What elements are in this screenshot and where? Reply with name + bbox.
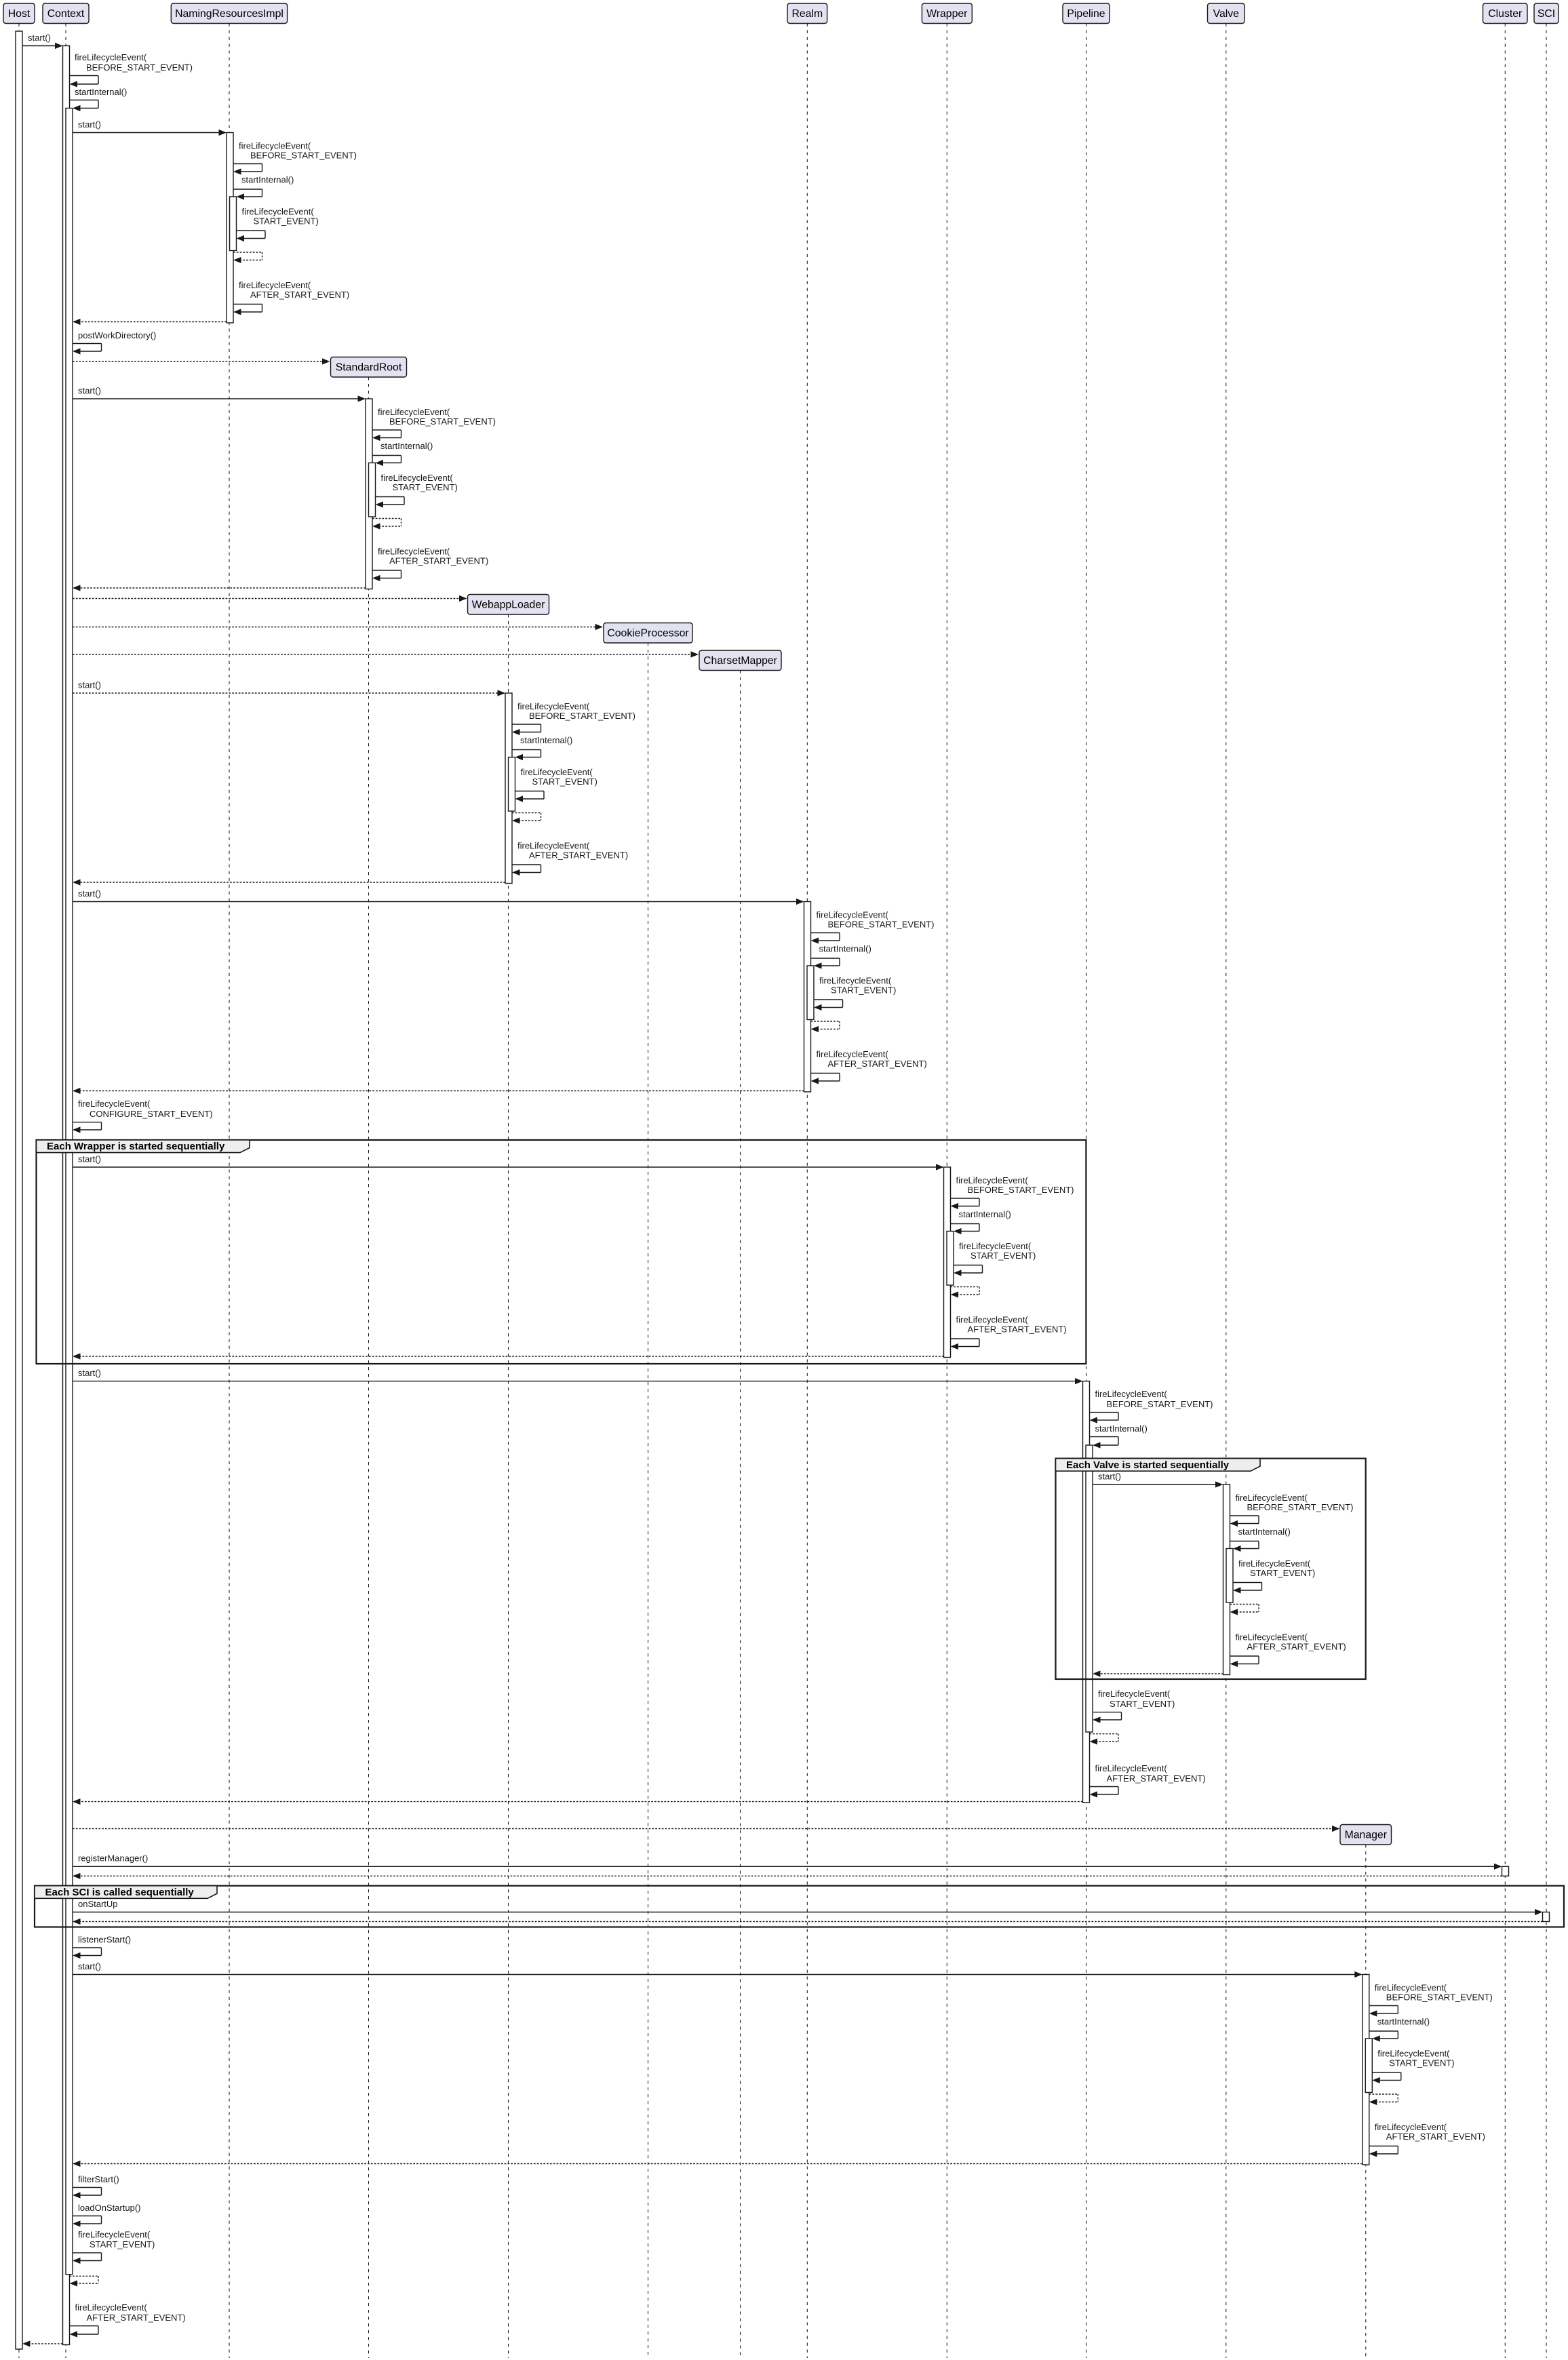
svg-text:BEFORE_START_EVENT): BEFORE_START_EVENT) [389,416,496,427]
svg-text:fireLifecycleEvent(: fireLifecycleEvent( [239,141,311,151]
svg-text:fireLifecycleEvent(: fireLifecycleEvent( [381,473,454,483]
svg-text:startInternal(): startInternal() [959,1209,1011,1219]
svg-text:fireLifecycleEvent(: fireLifecycleEvent( [378,547,450,557]
svg-text:fireLifecycleEvent(: fireLifecycleEvent( [1377,2049,1450,2059]
svg-text:fireLifecycleEvent(: fireLifecycleEvent( [1238,1558,1311,1569]
svg-text:Context: Context [47,8,85,20]
svg-text:fireLifecycleEvent(: fireLifecycleEvent( [75,2302,148,2313]
svg-text:startInternal(): startInternal() [1095,1423,1148,1434]
svg-text:fireLifecycleEvent(: fireLifecycleEvent( [239,280,311,290]
svg-text:start(): start() [78,888,101,899]
svg-text:START_EVENT): START_EVENT) [831,985,896,996]
svg-text:start(): start() [28,33,51,43]
svg-text:fireLifecycleEvent(: fireLifecycleEvent( [1236,1493,1308,1503]
svg-text:BEFORE_START_EVENT): BEFORE_START_EVENT) [1107,1399,1213,1409]
svg-text:fireLifecycleEvent(: fireLifecycleEvent( [78,1099,151,1109]
svg-text:start(): start() [78,1154,101,1164]
svg-text:fireLifecycleEvent(: fireLifecycleEvent( [75,52,147,62]
svg-text:startInternal(): startInternal() [520,735,572,745]
svg-text:fireLifecycleEvent(: fireLifecycleEvent( [517,841,590,851]
svg-text:AFTER_START_EVENT): AFTER_START_EVENT) [1386,2131,1485,2142]
svg-text:CharsetMapper: CharsetMapper [703,655,777,667]
svg-text:onStartUp: onStartUp [78,1899,118,1909]
svg-text:Each Wrapper is started sequen: Each Wrapper is started sequentially [47,1141,225,1152]
svg-text:fireLifecycleEvent(: fireLifecycleEvent( [242,207,315,217]
svg-text:NamingResourcesImpl: NamingResourcesImpl [175,8,283,20]
svg-text:start(): start() [78,119,101,130]
svg-text:AFTER_START_EVENT): AFTER_START_EVENT) [828,1059,927,1069]
svg-text:BEFORE_START_EVENT): BEFORE_START_EVENT) [828,920,935,930]
svg-text:BEFORE_START_EVENT): BEFORE_START_EVENT) [529,711,635,721]
svg-text:Host: Host [8,8,31,20]
svg-text:fireLifecycleEvent(: fireLifecycleEvent( [1375,1983,1447,1993]
svg-text:Wrapper: Wrapper [926,8,967,20]
svg-text:fireLifecycleEvent(: fireLifecycleEvent( [1095,1389,1168,1399]
svg-text:start(): start() [78,385,101,395]
svg-text:filterStart(): filterStart() [78,2174,119,2184]
svg-text:BEFORE_START_EVENT): BEFORE_START_EVENT) [1247,1502,1354,1512]
svg-text:START_EVENT): START_EVENT) [254,216,319,227]
svg-text:BEFORE_START_EVENT): BEFORE_START_EVENT) [1386,1992,1493,2003]
svg-text:AFTER_START_EVENT): AFTER_START_EVENT) [389,556,488,566]
svg-text:START_EVENT): START_EVENT) [1250,1568,1315,1578]
svg-text:START_EVENT): START_EVENT) [532,776,597,787]
svg-text:AFTER_START_EVENT): AFTER_START_EVENT) [87,2313,186,2323]
svg-text:START_EVENT): START_EVENT) [1389,2058,1454,2068]
svg-text:BEFORE_START_EVENT): BEFORE_START_EVENT) [86,62,193,73]
svg-text:fireLifecycleEvent(: fireLifecycleEvent( [517,701,590,711]
svg-text:fireLifecycleEvent(: fireLifecycleEvent( [817,910,889,920]
svg-text:START_EVENT): START_EVENT) [1110,1699,1175,1709]
svg-text:Manager: Manager [1345,1830,1387,1841]
svg-text:fireLifecycleEvent(: fireLifecycleEvent( [819,976,892,986]
svg-text:CONFIGURE_START_EVENT): CONFIGURE_START_EVENT) [90,1109,213,1119]
svg-text:fireLifecycleEvent(: fireLifecycleEvent( [1098,1689,1171,1699]
svg-text:fireLifecycleEvent(: fireLifecycleEvent( [1095,1763,1168,1773]
svg-text:start(): start() [78,680,101,690]
svg-text:fireLifecycleEvent(: fireLifecycleEvent( [1375,2122,1447,2132]
svg-text:AFTER_START_EVENT): AFTER_START_EVENT) [968,1324,1067,1335]
svg-text:Pipeline: Pipeline [1067,8,1105,20]
svg-text:fireLifecycleEvent(: fireLifecycleEvent( [78,2229,151,2239]
svg-text:listenerStart(): listenerStart() [78,1934,131,1944]
svg-text:START_EVENT): START_EVENT) [90,2239,155,2249]
svg-text:BEFORE_START_EVENT): BEFORE_START_EVENT) [968,1185,1074,1195]
svg-text:fireLifecycleEvent(: fireLifecycleEvent( [817,1049,889,1059]
svg-text:startInternal(): startInternal() [241,175,294,185]
svg-text:fireLifecycleEvent(: fireLifecycleEvent( [959,1241,1032,1251]
svg-text:SCI: SCI [1537,8,1555,20]
svg-text:loadOnStartup(): loadOnStartup() [78,2203,141,2213]
svg-text:startInternal(): startInternal() [819,944,871,954]
svg-text:Cluster: Cluster [1488,8,1522,20]
svg-text:StandardRoot: StandardRoot [336,362,402,374]
svg-text:fireLifecycleEvent(: fireLifecycleEvent( [378,407,450,417]
svg-text:WebappLoader: WebappLoader [472,599,545,611]
svg-text:start(): start() [78,1961,101,1971]
svg-text:startInternal(): startInternal() [380,441,433,451]
svg-text:fireLifecycleEvent(: fireLifecycleEvent( [956,1315,1029,1325]
svg-text:Each Valve is started sequenti: Each Valve is started sequentially [1066,1459,1230,1471]
svg-text:AFTER_START_EVENT): AFTER_START_EVENT) [1247,1642,1346,1652]
svg-text:AFTER_START_EVENT): AFTER_START_EVENT) [1107,1773,1206,1784]
svg-text:start(): start() [78,1368,101,1378]
svg-text:START_EVENT): START_EVENT) [971,1251,1036,1261]
svg-text:startInternal(): startInternal() [75,87,127,97]
svg-text:CookieProcessor: CookieProcessor [607,628,688,640]
svg-text:fireLifecycleEvent(: fireLifecycleEvent( [956,1175,1029,1185]
svg-text:fireLifecycleEvent(: fireLifecycleEvent( [1236,1632,1308,1643]
svg-text:START_EVENT): START_EVENT) [393,482,458,492]
svg-text:startInternal(): startInternal() [1377,2017,1430,2027]
svg-text:AFTER_START_EVENT): AFTER_START_EVENT) [250,290,349,300]
svg-text:Realm: Realm [791,8,823,20]
svg-text:registerManager(): registerManager() [78,1853,148,1864]
svg-text:fireLifecycleEvent(: fireLifecycleEvent( [521,767,593,777]
svg-text:startInternal(): startInternal() [1238,1527,1291,1537]
svg-text:AFTER_START_EVENT): AFTER_START_EVENT) [529,850,628,861]
svg-text:BEFORE_START_EVENT): BEFORE_START_EVENT) [250,151,357,161]
svg-text:Valve: Valve [1213,8,1240,20]
svg-text:postWorkDirectory(): postWorkDirectory() [78,330,156,340]
svg-text:Each SCI is called sequentiall: Each SCI is called sequentially [45,1887,195,1898]
svg-text:start(): start() [1098,1471,1121,1481]
